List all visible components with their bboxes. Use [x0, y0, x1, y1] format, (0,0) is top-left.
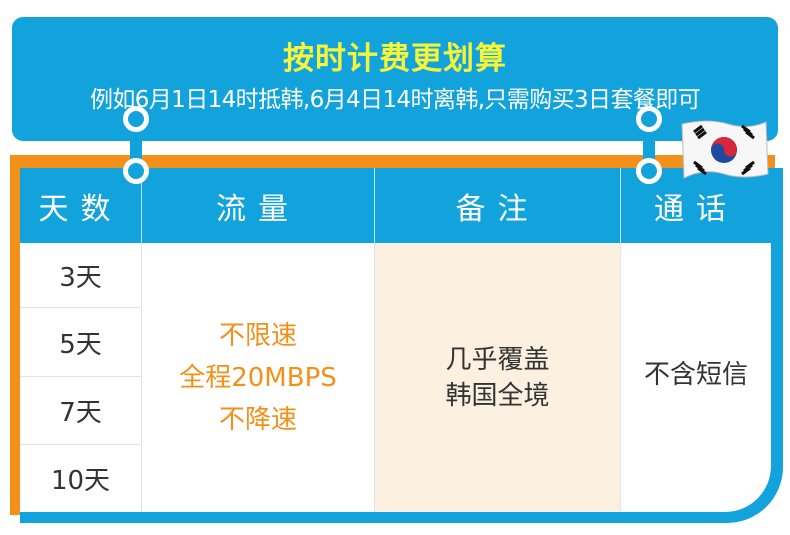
korea-flag-icon: [681, 120, 769, 179]
binder-ring: [123, 158, 149, 184]
note-line: 韩国全境: [445, 380, 550, 411]
note-cell: 几乎覆盖 韩国全境: [375, 243, 621, 512]
day-cell: 10天: [20, 445, 142, 512]
speed-cell: 不限速 全程20MBPS 不降速: [142, 243, 375, 512]
banner-title: 按时计费更划算: [283, 41, 507, 77]
binder-ring: [636, 106, 662, 132]
day-cell: 7天: [20, 377, 142, 445]
day-cell: 3天: [20, 243, 142, 308]
note-line: 几乎覆盖: [445, 344, 550, 375]
day-cell: 5天: [20, 308, 142, 377]
header-call: 通话: [654, 191, 738, 227]
header-days: 天数: [20, 168, 142, 243]
banner-subtitle: 例如6月1日14时抵韩,6月4日14时离韩,只需购买3日套餐即可: [89, 87, 701, 113]
speed-line: 不限速: [218, 320, 297, 351]
header-note: 备注: [375, 168, 621, 243]
orange-frame: [10, 155, 775, 515]
speed-line: 全程20MBPS: [179, 362, 337, 393]
speed-line: 不降速: [218, 404, 297, 435]
table-body: 3天 5天 7天 10天 不限速 全程20MBPS 不降速 几乎覆盖 韩国全境 …: [20, 243, 771, 512]
binder-ring: [636, 158, 662, 184]
call-cell: 不含短信: [643, 360, 748, 390]
plan-table: 天数 流量 备注 通话 3天 5天 7天 10天 不限速 全程20MBPS 不降…: [20, 168, 783, 523]
binder-ring: [123, 106, 149, 132]
header-data: 流量: [142, 168, 375, 243]
